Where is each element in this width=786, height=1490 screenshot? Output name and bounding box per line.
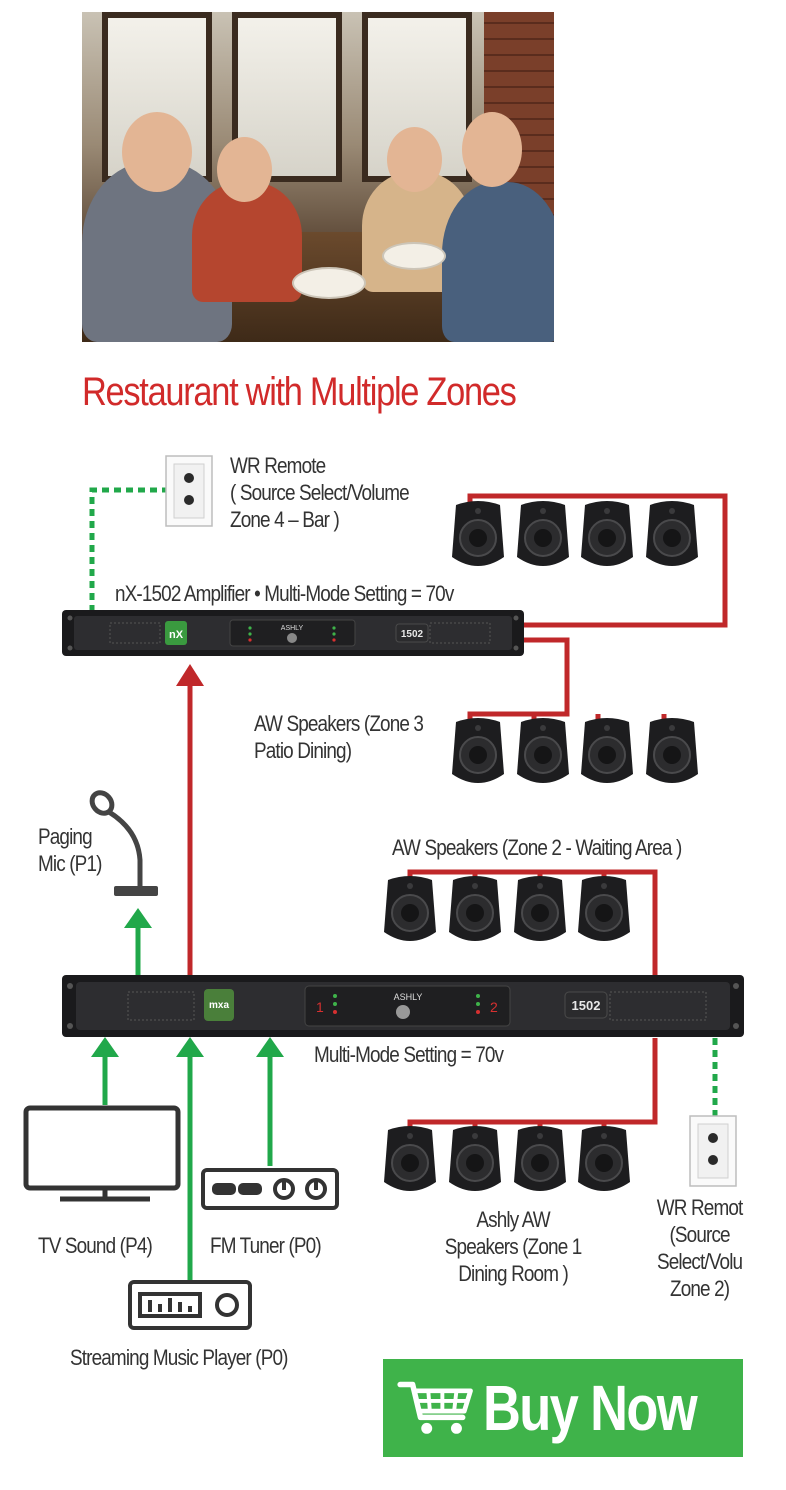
- model-text-bottom: 1502: [572, 998, 601, 1013]
- speaker-icon: [645, 717, 699, 784]
- model-text-top: 1502: [401, 629, 424, 640]
- page-title: Restaurant with Multiple Zones: [82, 370, 517, 414]
- speaker-icon: [580, 500, 634, 567]
- photo-plate: [292, 267, 366, 299]
- tv-sound-label: TV Sound (P4): [38, 1233, 153, 1258]
- zone1-label: Ashly AW Speakers (Zone 1 Dining Room ): [440, 1206, 586, 1287]
- zone1-speakers: [383, 1125, 631, 1192]
- zone4-speaker-wire: [467, 493, 728, 628]
- speaker-icon: [645, 500, 699, 567]
- wr-remote-bottom: [689, 1115, 737, 1187]
- speaker-icon: [580, 717, 634, 784]
- speaker-icon: [513, 875, 567, 942]
- speaker-icon: [451, 500, 505, 567]
- svg-text:2: 2: [490, 999, 498, 1015]
- fm-tuner-label: FM Tuner (P0): [210, 1233, 322, 1258]
- tv-sound-arrow: [91, 1037, 119, 1057]
- wr-remote-bottom-line: (Source: [669, 1222, 730, 1247]
- streaming-arrow: [176, 1037, 204, 1057]
- streaming-player-icon: [128, 1280, 252, 1330]
- mxa-logo: [204, 989, 234, 1021]
- buy-now-label: Buy Now: [483, 1372, 698, 1444]
- speaker-icon: [513, 1125, 567, 1192]
- svg-text:1: 1: [316, 999, 324, 1015]
- amp-knob: [287, 633, 297, 643]
- restaurant-photo: [82, 12, 554, 342]
- paging-mic-icon: [89, 790, 158, 896]
- speaker-icon: [577, 1125, 631, 1192]
- wr-remote-top-line: WR Remote: [230, 453, 326, 478]
- speaker-icon: [383, 875, 437, 942]
- zone3-label-line: AW Speakers (Zone 3: [254, 711, 424, 736]
- amplifier-bottom-label: Multi-Mode Setting = 70v: [314, 1042, 504, 1067]
- wr-remote-bottom-label: WR Remot (Source Select/Volu Zone 2): [648, 1194, 751, 1302]
- speaker-icon: [577, 875, 631, 942]
- zone3-label-line: Patio Dining): [254, 738, 352, 763]
- wr-remote-top-line: Zone 4 – Bar ): [230, 507, 340, 532]
- zone2-label: AW Speakers (Zone 2 - Waiting Area ): [392, 835, 682, 860]
- wr-remote-top: [165, 455, 213, 527]
- remote-zone4-wire: [89, 487, 166, 612]
- fm-tuner-arrow: [256, 1037, 284, 1057]
- photo-person-head: [387, 127, 442, 192]
- buy-now-button[interactable]: Buy Now: [383, 1359, 743, 1457]
- zone1-label-line: Ashly AW: [476, 1207, 550, 1232]
- shopping-cart-icon: [397, 1381, 473, 1434]
- zone2-speakers: [383, 875, 631, 942]
- wr-remote-bottom-line: Select/Volu: [656, 1249, 743, 1274]
- wr-remote-bottom-line: Zone 2): [669, 1276, 730, 1301]
- nx-logo: [165, 621, 187, 645]
- brand-text-top: ASHLY: [281, 625, 304, 632]
- mxa-logo-text: mxa: [209, 1000, 229, 1011]
- amp-knob: [396, 1005, 410, 1019]
- wiring-diagram: nX ASHLY 1502 mxa ASHLY 1 2 1502: [23, 455, 744, 1330]
- speaker-icon: [516, 500, 570, 567]
- zone4-speakers: [451, 500, 699, 567]
- photo-person: [442, 182, 554, 342]
- wr-remote-bottom-line: WR Remot: [656, 1195, 743, 1220]
- paging-mic-arrow: [124, 908, 152, 928]
- photo-window: [232, 12, 342, 182]
- zone1-label-line: Speakers (Zone 1: [444, 1234, 582, 1259]
- wr-remote-top-label: WR Remote ( Source Select/Volume Zone 4 …: [230, 452, 410, 533]
- mxa-1502-amplifier: mxa ASHLY 1 2 1502: [62, 975, 744, 1037]
- nx-1502-amplifier: nX ASHLY 1502: [62, 610, 524, 656]
- zone3-label: AW Speakers (Zone 3 Patio Dining): [254, 710, 424, 764]
- amplifier-top-label: nX-1502 Amplifier • Multi-Mode Setting =…: [115, 581, 454, 606]
- photo-person-head: [217, 137, 272, 202]
- paging-mic-label-line: Mic (P1): [38, 851, 102, 876]
- tv-icon: [23, 1105, 181, 1202]
- amp-link-arrow: [176, 664, 204, 686]
- speaker-icon: [383, 1125, 437, 1192]
- paging-mic-label-line: Paging: [38, 824, 93, 849]
- photo-window: [102, 12, 212, 182]
- paging-mic-label: Paging Mic (P1): [38, 823, 102, 877]
- photo-plate: [382, 242, 446, 270]
- fm-tuner-icon: [201, 1168, 339, 1210]
- photo-person-head: [122, 112, 192, 192]
- speaker-icon: [448, 875, 502, 942]
- brand-text-bottom: ASHLY: [394, 992, 423, 1002]
- speaker-icon: [451, 717, 505, 784]
- nx-logo-text: nX: [169, 629, 184, 641]
- zone3-speakers: [451, 717, 699, 784]
- wr-remote-top-line: ( Source Select/Volume: [230, 480, 410, 505]
- photo-person: [192, 182, 302, 302]
- zone1-label-line: Dining Room ): [458, 1261, 569, 1286]
- streaming-label: Streaming Music Player (P0): [70, 1345, 288, 1370]
- speaker-icon: [516, 717, 570, 784]
- speaker-icon: [448, 1125, 502, 1192]
- photo-person-head: [462, 112, 522, 187]
